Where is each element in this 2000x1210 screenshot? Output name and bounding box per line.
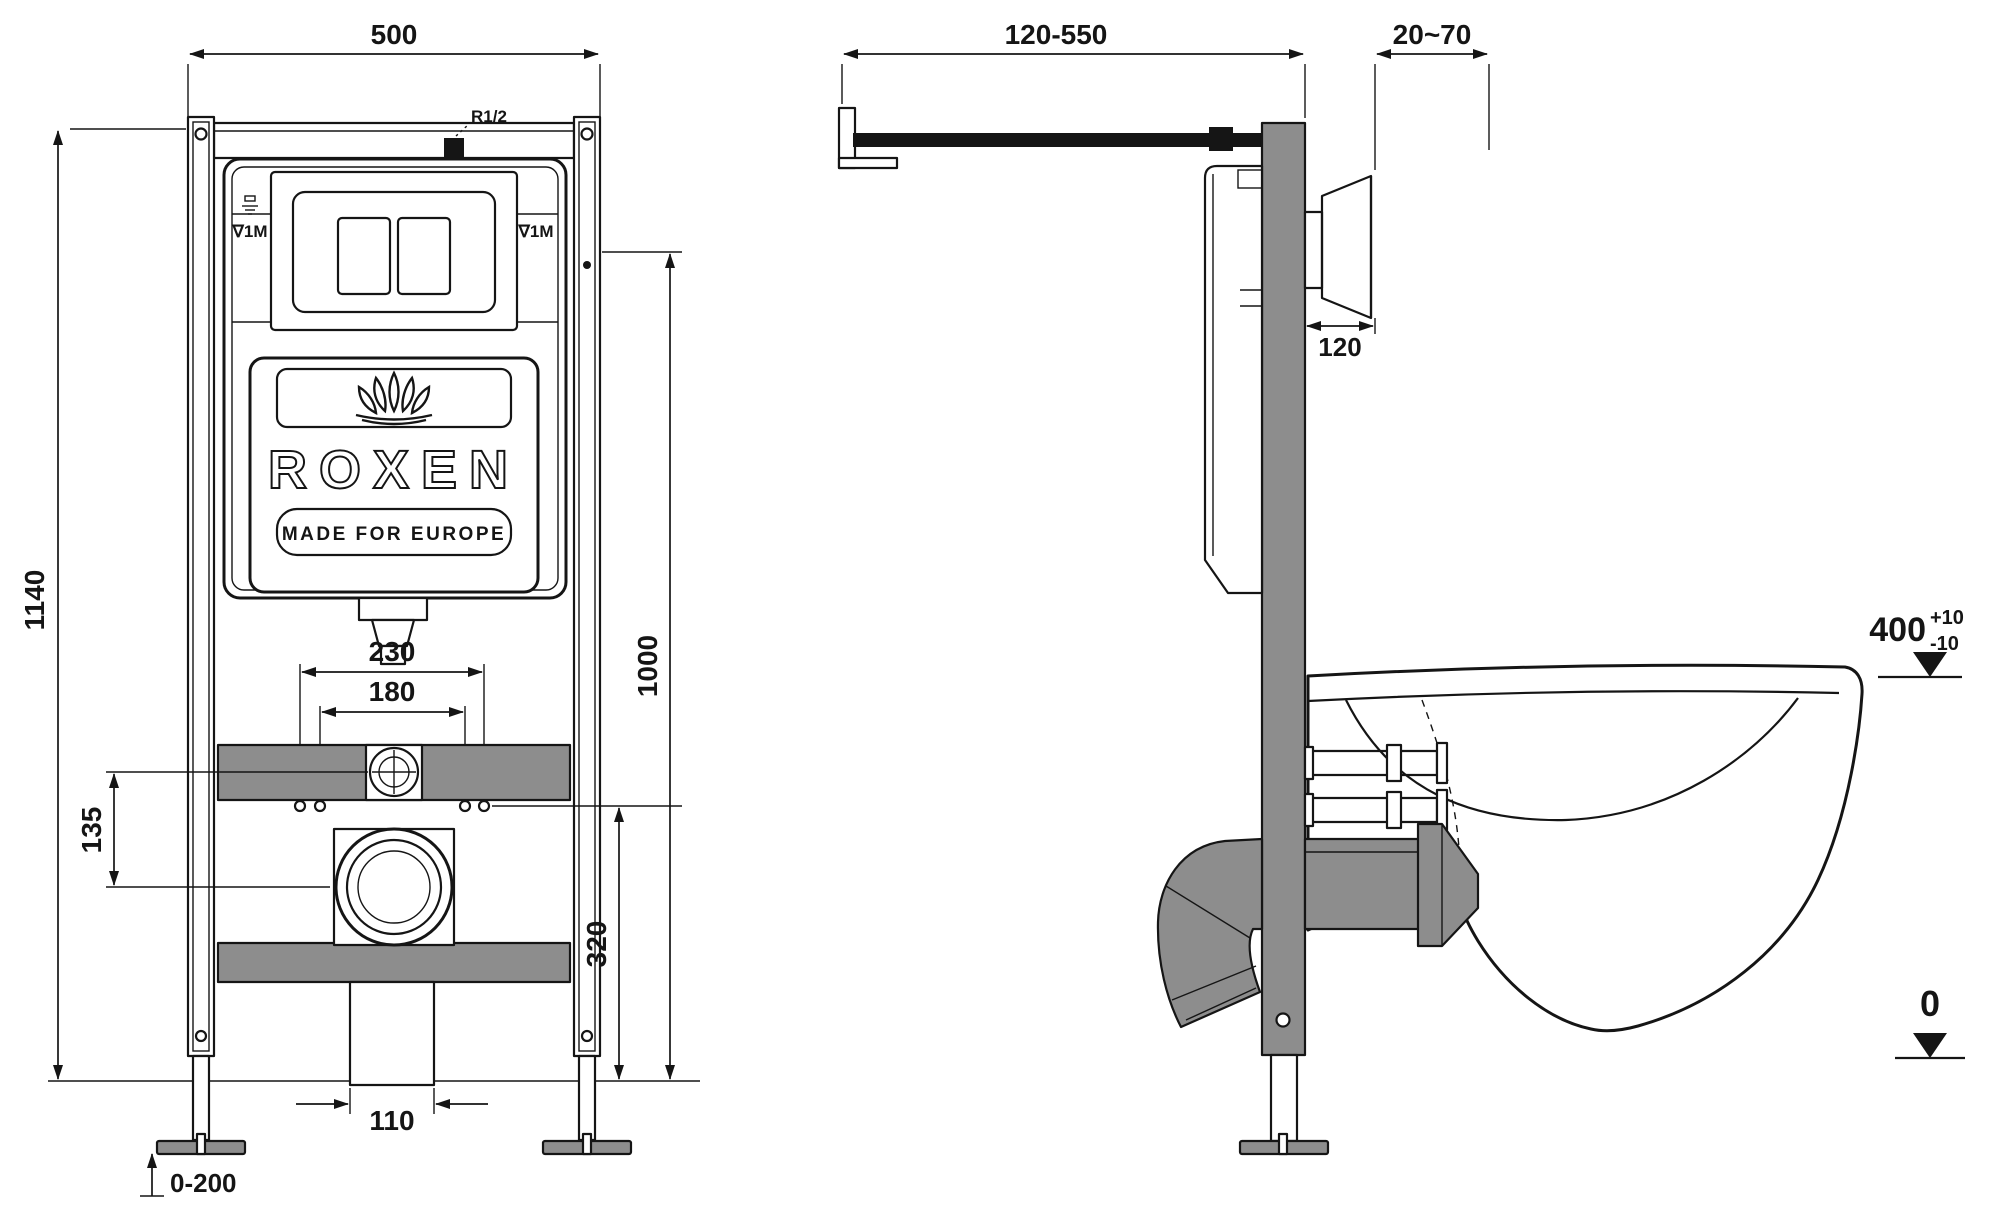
dim-label-400: 400: [1869, 611, 1926, 649]
dim-label-0: 0: [1920, 983, 1940, 1024]
right-leg: [577, 1054, 597, 1142]
water-inlet-label: R1/2: [471, 107, 507, 126]
dim-label-20-70: 20~70: [1393, 19, 1472, 50]
logo-panel: ROXEN MADE FOR EUROPE: [248, 356, 540, 594]
dim-label-400-plus: +10: [1930, 607, 1964, 629]
dim-offset-135: 135: [76, 771, 368, 888]
dim-depth-120: 120: [1306, 318, 1376, 362]
frame-right-rail: [572, 115, 602, 1058]
side-leg: [1269, 1053, 1299, 1143]
dim-template-110: 110: [296, 1088, 488, 1136]
arm-bar: [853, 133, 1262, 147]
dim-wall-20-70: 20~70: [1374, 19, 1490, 170]
drain-template: [348, 980, 436, 1087]
drain-assembly: [216, 827, 572, 1087]
frame-left-rail: [186, 115, 216, 1058]
level-mark-right: ∇1M: [518, 222, 554, 241]
side-view: 120-550 20~70: [837, 19, 1965, 1156]
cistern-side: [1203, 164, 1264, 595]
lotus-crown-icon: [355, 370, 433, 426]
brand-name: ROXEN: [268, 440, 520, 500]
front-view: 500 1140 1000: [19, 19, 700, 1198]
lower-mounting-rail: [216, 941, 572, 984]
dim-label-120: 120: [1318, 332, 1361, 362]
dim-label-320: 320: [581, 921, 612, 968]
dim-label-1140: 1140: [19, 570, 50, 631]
drain-elbow: [1156, 837, 1264, 1029]
upper-mounting-rail: [216, 743, 572, 813]
dim-bolts-180: 180: [319, 676, 466, 760]
flush-button-right: [396, 216, 452, 296]
level-mark-left: ∇1M: [232, 222, 268, 241]
dim-label-1000: 1000: [632, 635, 663, 697]
wall-arm: [837, 106, 1262, 170]
dim-label-230: 230: [369, 636, 416, 667]
dim-height-1000: 1000: [602, 251, 682, 1080]
dim-label-500: 500: [371, 19, 418, 50]
dim-label-120-550: 120-550: [1005, 19, 1108, 50]
flush-pipe: [357, 596, 429, 666]
drain-outlet: [334, 827, 454, 947]
dim-foot-adjust: 0-200: [140, 1153, 237, 1198]
drain-pipe: [1303, 837, 1422, 931]
dim-label-180: 180: [369, 676, 416, 707]
dim-height-320: 320: [492, 805, 682, 1080]
dim-width-500: 500: [187, 19, 601, 116]
datum-triangle-0: [1913, 1033, 1947, 1058]
left-leg: [191, 1054, 211, 1142]
datum-triangle-400: [1913, 652, 1947, 677]
dim-label-0-200: 0-200: [170, 1168, 237, 1198]
dim-label-110: 110: [369, 1105, 414, 1136]
water-inlet-valve: [444, 138, 464, 158]
cistern: ∇1M ∇1M ROXEN MADE FOR EUROPE: [222, 157, 568, 600]
threaded-fitting: [1303, 174, 1373, 320]
side-rail: [1238, 121, 1330, 1156]
dim-label-400-minus: -10: [1930, 633, 1959, 655]
brand-tagline: MADE FOR EUROPE: [282, 524, 506, 545]
drain-piping: [1156, 822, 1480, 1029]
dim-arm-120-550: 120-550: [841, 19, 1306, 118]
dim-height-1140: 1140: [19, 128, 186, 1080]
frame-top-crossbar: [212, 121, 576, 160]
datum-floor-0: 0: [1895, 983, 1965, 1060]
level-icon: [242, 195, 258, 215]
dim-label-135: 135: [76, 807, 107, 854]
datum-rim-400: 400 +10 -10: [1869, 607, 1964, 679]
frame: R1/2: [155, 107, 633, 1156]
flush-button-left: [336, 216, 392, 296]
mounting-studs: [1303, 741, 1449, 832]
